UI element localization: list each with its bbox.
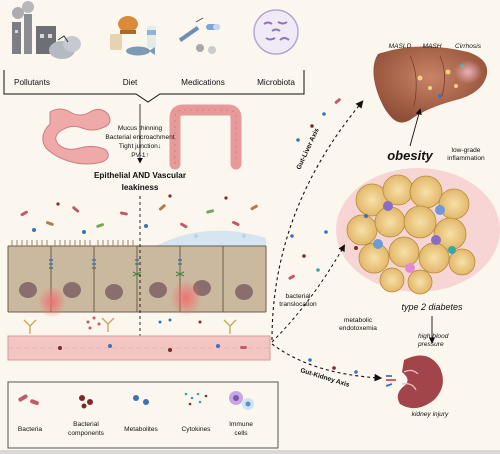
bp-line2: pressure xyxy=(417,341,444,348)
bottom-strip xyxy=(0,450,500,454)
inflammation-glow-right xyxy=(170,280,202,316)
kidney-injury-label: kidney injury xyxy=(412,411,449,418)
exposure-labels: Pollutants Diet Medications Microbiota xyxy=(14,78,295,87)
legend-label-components-2: components xyxy=(68,430,105,437)
label-microbiota: Microbiota xyxy=(257,78,295,87)
label-diet: Diet xyxy=(123,78,138,87)
stage-masld: MASLD xyxy=(389,43,412,50)
legend-label-components-1: Bacterial xyxy=(73,421,99,428)
leakiness-title-line2: leakiness xyxy=(122,183,159,192)
stage-cirrhosis: Cirrhosis xyxy=(455,43,482,50)
lamina-propria xyxy=(24,317,236,335)
gut-kidney-axis-label: Gut-Kidney Axis xyxy=(299,367,350,389)
kidney-illustration xyxy=(386,356,443,409)
mucus-layer xyxy=(156,231,266,246)
type2-diabetes-label: type 2 diabetes xyxy=(401,302,463,312)
legend-label-bacteria: Bacteria xyxy=(18,426,43,433)
legend-label-immune-1: Immune xyxy=(229,421,253,428)
bp-line1: high blood xyxy=(418,333,449,340)
liver-stage-labels: MASLD MASH Cirrhosis xyxy=(389,43,482,50)
translocation-line1: bacterial xyxy=(286,293,311,300)
label-pollutants: Pollutants xyxy=(14,78,50,87)
microbiota-icon xyxy=(254,10,298,54)
low-grade-line2: inflammation xyxy=(447,155,485,162)
legend-label-cytokines: Cytokines xyxy=(182,426,212,433)
blood-vessel xyxy=(8,336,270,360)
legend-label-metabolites: Metabolites xyxy=(124,426,158,433)
obesity-title: obesity xyxy=(387,148,433,163)
translocation-line2: translocation xyxy=(279,301,317,308)
leakiness-title-line1: Epithelial AND Vascular xyxy=(94,171,187,180)
inflammation-glow-left xyxy=(38,286,66,318)
large-intestine-icon xyxy=(175,110,236,164)
liver-illustration xyxy=(373,46,487,122)
low-grade-line1: low-grade xyxy=(452,147,481,154)
food-icon xyxy=(110,16,156,56)
gut-kidney-axis-path xyxy=(272,344,380,378)
factory-icon xyxy=(12,1,56,54)
medications-icon xyxy=(179,18,220,54)
legend-label-immune-2: cells xyxy=(234,430,248,437)
endotoxemia-line1: metabolic xyxy=(344,317,373,324)
stage-mash: MASH xyxy=(422,43,441,50)
label-medications: Medications xyxy=(181,78,225,87)
adipose-tissue xyxy=(336,168,500,294)
small-intestine-icon xyxy=(43,109,110,164)
endotoxemia-line2: endotoxemia xyxy=(339,325,377,332)
gut-liver-axis-label: Gut-Liver Axis xyxy=(295,127,320,171)
